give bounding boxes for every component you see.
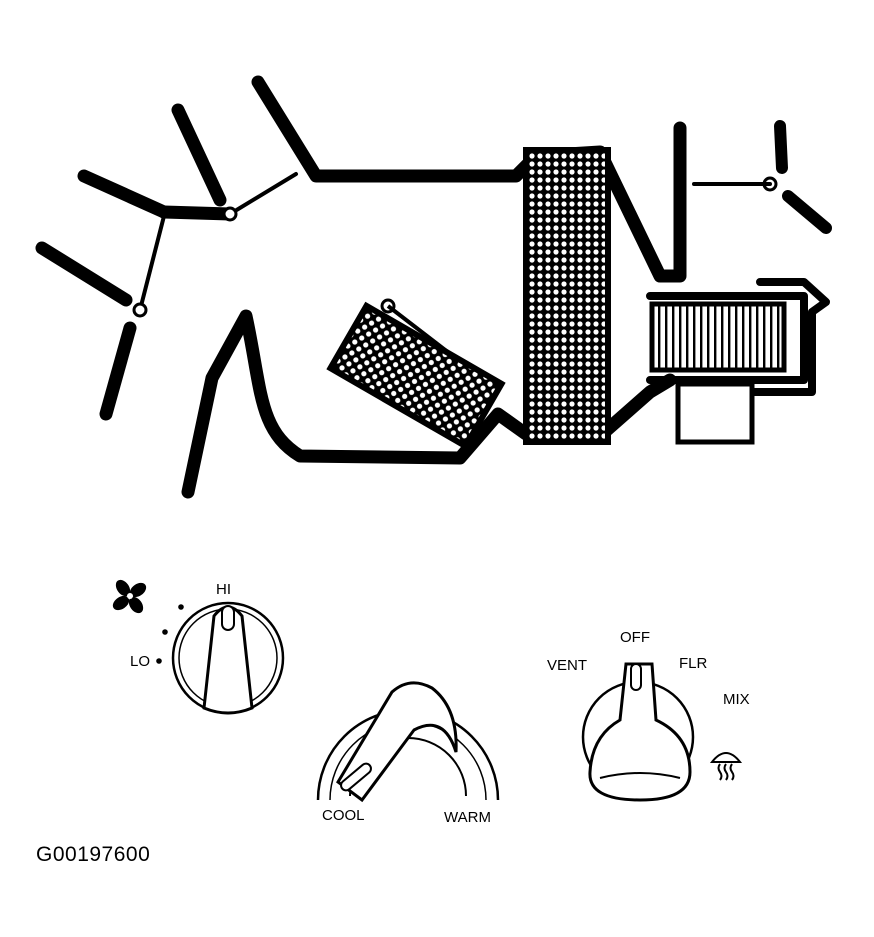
mode-knob[interactable] [581,662,695,802]
temp-cool-label: COOL [322,807,365,824]
blower-motor [675,381,755,445]
mode-off-label: OFF [620,629,650,646]
figure-id: G00197600 [36,843,151,866]
fan-lo-label: LO [130,653,151,670]
mode-flr-label: FLR [679,655,708,672]
temp-warm-label: WARM [444,809,491,826]
fan-hi-label: HI [216,581,231,598]
mode-mix-label: MIX [723,691,750,708]
mode-vent-label: VENT [547,657,588,674]
fan-speed-dots [156,604,184,664]
recirc-door [692,120,832,234]
heater-core [326,301,506,451]
blower-wheel [649,301,787,373]
defrost-duct-lines [35,103,298,421]
fan-icon [112,579,147,614]
fan-speed-knob[interactable] [171,601,285,715]
defrost-icon [709,752,743,781]
temperature-knob[interactable] [316,681,500,803]
evaporator-core [523,147,611,445]
